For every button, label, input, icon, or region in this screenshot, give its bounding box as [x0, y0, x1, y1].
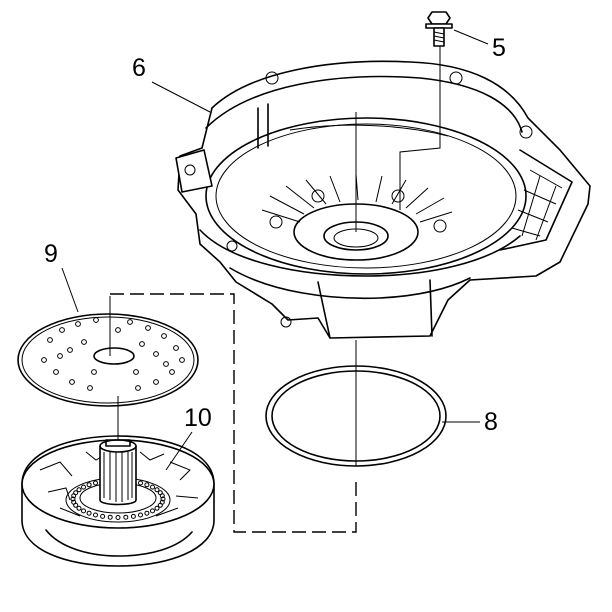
alignment-lines [109, 46, 441, 533]
callout-pump: 10 [184, 404, 212, 432]
spacer-plate [17, 313, 199, 407]
callout-seal-ring: 8 [484, 408, 498, 436]
callout-spacer-plate: 9 [44, 240, 58, 268]
callout-housing: 6 [132, 54, 146, 82]
pump [21, 435, 215, 567]
bolt [425, 11, 453, 47]
housing [175, 60, 591, 339]
callout-bolt: 5 [492, 34, 506, 62]
leader-lines [61, 29, 489, 471]
